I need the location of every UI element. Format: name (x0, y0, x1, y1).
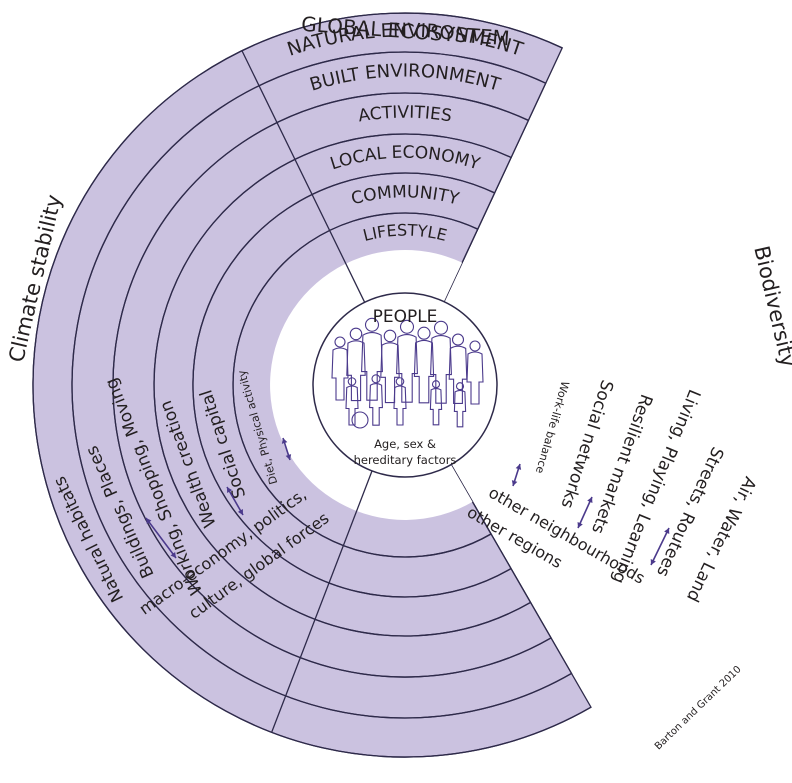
ring-outline-1 (32, 12, 592, 758)
wheelchair-icon (351, 411, 369, 429)
person-figure (345, 377, 359, 426)
person-figure (429, 380, 443, 426)
arrow-right-1-icon (511, 463, 522, 487)
person-figure (380, 329, 400, 404)
right-divider-line (241, 50, 366, 303)
people-silhouettes-icon (331, 317, 484, 429)
left-divider-line (271, 470, 373, 733)
ring-outline-6 (232, 212, 492, 558)
interaction-arrows (145, 437, 670, 566)
ring-dividers (32, 12, 592, 758)
person-figure (361, 317, 383, 401)
right-label-6: Work-life balance (533, 380, 572, 475)
people-factors-line2: hereditary factors (354, 453, 457, 467)
arrow-right-2-icon (577, 496, 593, 529)
credit-label: Barton and Grant 2010 (653, 664, 744, 752)
person-figure (466, 340, 484, 405)
ring-outline-3 (112, 92, 552, 678)
person-figure (331, 336, 349, 401)
person-figure (393, 377, 407, 426)
person-figure (369, 374, 383, 426)
ring-outline-4 (153, 133, 531, 637)
arrow-left-1-icon (145, 517, 177, 559)
arrow-right-3-icon (650, 527, 670, 566)
person-figure (430, 320, 452, 404)
person-figure (396, 319, 418, 403)
person-figure (453, 382, 467, 428)
ring-name-3: ACTIVITIES (357, 103, 453, 127)
people-factors-line1: Age, sex & (374, 437, 436, 451)
people-label: PEOPLE (373, 307, 438, 327)
ring-outline-5 (192, 172, 512, 598)
ring-outline-2 (71, 51, 572, 719)
arrow-left-2-icon (226, 486, 244, 516)
arrow-left-3-icon (281, 437, 292, 461)
biodiversity-label: Biodiversity (749, 243, 792, 369)
person-figure (448, 333, 468, 404)
